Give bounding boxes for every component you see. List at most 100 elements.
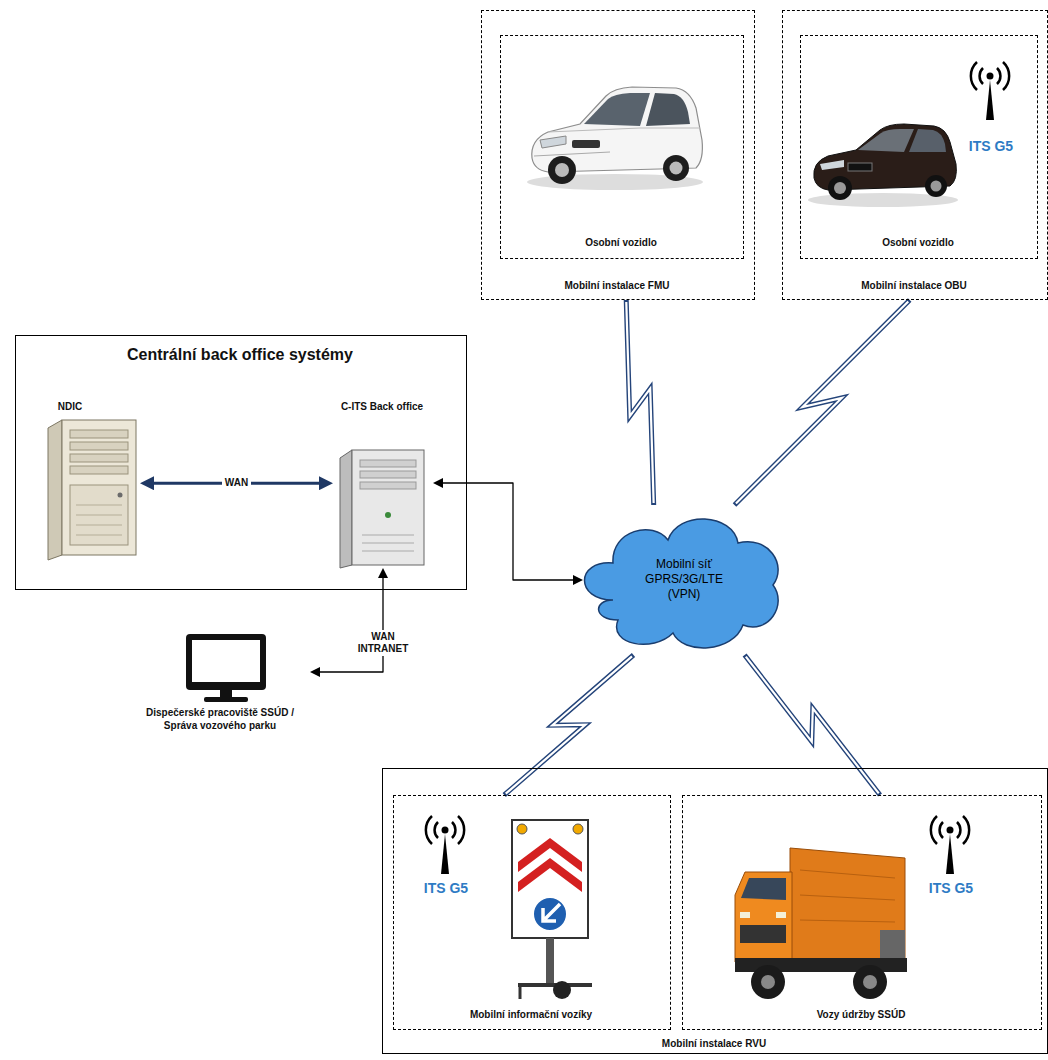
car-illustration [828,176,852,200]
car-illustration [848,163,872,171]
server-illustration [352,450,424,565]
system-group: Centrální back office systémyNDIC C-ITS B… [15,335,467,590]
monitor-icon [186,634,266,702]
group-title-slot: Centrální back office systémy [16,345,464,364]
wireless-link [735,300,910,505]
server-label-slot: C-ITS Back office [333,400,431,413]
radio-label-slot: ITS G5 [951,138,1031,155]
network-cloud: Mobilní síť GPRS/3G/LTE (VPN) [583,505,785,655]
vehicle-label-slot: Osobní vozidlo [801,236,1035,249]
car-illustration [925,175,947,197]
edge-label-slot: WAN INTRANET [352,630,414,656]
equipment-label: Vozy údržby SSÚD [683,1008,1039,1021]
workstation-node: Dispečerské pracoviště SSÚD / Správa voz… [130,630,310,740]
install-group: Mobilní instalace RVU ITS G5 Mobilní infor… [382,768,1048,1054]
monitor-icon [186,634,266,690]
monitor-icon [204,697,248,702]
car-illustration [540,136,566,148]
server-illustration [70,430,128,438]
vehicle-box: ITS G5 Osobní vozidlo [800,35,1038,259]
sign-trailer-illustration [517,824,527,834]
car-illustration [572,140,600,148]
server-illustration [385,512,391,518]
network-label-slot: Mobilní síť GPRS/3G/LTE (VPN) [634,557,734,602]
equipment-label: Mobilní informační vozíky [394,1008,668,1021]
install-group: Mobilní instalace OBU ITS G5 Osobní vozidl… [782,10,1048,300]
server-illustration [340,450,424,568]
edge-label: WAN [222,476,251,490]
group-label: Mobilní instalace FMU [482,279,752,292]
car-illustration [670,162,683,175]
truck-illustration [751,965,785,999]
truck-illustration [880,930,905,962]
wireless-link-fill [736,301,908,503]
car-illustration [646,93,690,126]
antenna-icon [971,62,1009,120]
car-illustration [548,128,700,132]
equipment-label-slot: Vozy údržby SSÚD [683,1008,1039,1021]
server-illustration [70,466,128,474]
group-label-slot: Mobilní instalace FMU [482,279,752,292]
truck-illustration [735,848,907,999]
server-label: NDIC [45,400,95,413]
wireless-link [626,300,653,505]
sign-trailer-illustration [512,820,588,938]
car-illustration [909,129,946,152]
server-illustration [48,420,62,560]
server-illustration [360,471,416,478]
group-label: Mobilní instalace OBU [783,279,1045,292]
wireless-link [504,655,633,795]
vehicle-label-slot: Osobní vozidlo [501,236,741,249]
server-label-slot: NDIC [45,400,95,413]
wireless-link [745,655,880,795]
sign-trailer-illustration [573,824,583,834]
server-illustration [360,482,416,489]
sign-trailer-illustration [553,981,571,999]
antenna-icon [426,816,464,874]
server-illustration [340,450,352,568]
server-illustration [76,505,122,535]
car-illustration [548,156,576,184]
group-label-slot: Mobilní instalace OBU [783,279,1045,292]
monitor-icon [220,690,232,697]
truck-illustration [740,925,786,943]
group-label-slot: Mobilní instalace RVU [383,1037,1045,1050]
network-label: Mobilní síť GPRS/3G/LTE (VPN) [634,557,734,602]
install-group: Mobilní instalace FMU Osobní vozidlo [481,10,755,300]
server-illustration [62,420,136,555]
workstation-label: Dispečerské pracoviště SSÚD / Správa voz… [132,706,308,732]
car-illustration [931,181,942,192]
server-illustration [360,460,416,467]
sign-trailer-illustration [512,820,592,999]
car-illustration [858,129,914,152]
server-illustration [70,485,128,545]
wireless-link-fill [506,656,632,793]
network-link [443,483,573,580]
vehicle-box: Osobní vozidlo [500,35,744,259]
radio-label-slot: ITS G5 [406,880,486,897]
edge-label-slot: WAN [222,476,251,490]
group-label: Mobilní instalace RVU [383,1037,1045,1050]
sign-trailer-illustration [518,858,582,892]
server-illustration [48,420,136,560]
workstation-label-slot: Dispečerské pracoviště SSÚD / Správa voz… [132,706,308,732]
truck-illustration [741,878,786,900]
truck-illustration [853,965,887,999]
intranet-link [320,578,383,672]
car-illustration [834,182,846,194]
server-illustration [118,493,123,498]
truck-illustration [863,975,877,989]
sign-trailer-illustration [543,904,560,921]
group-title: Centrální back office systémy [16,345,464,364]
server-node: C-ITS Back office [333,400,433,568]
sign-trailer-illustration [533,897,567,931]
sign-trailer-illustration [519,985,522,999]
car-illustration [808,124,958,207]
equipment-box: ITS G5Vozy údržby SSÚD [682,795,1042,1030]
server-illustration [362,535,414,551]
server-illustration [70,442,128,450]
edge-label: WAN INTRANET [352,630,414,656]
vehicle-label: Osobní vozidlo [501,236,741,249]
